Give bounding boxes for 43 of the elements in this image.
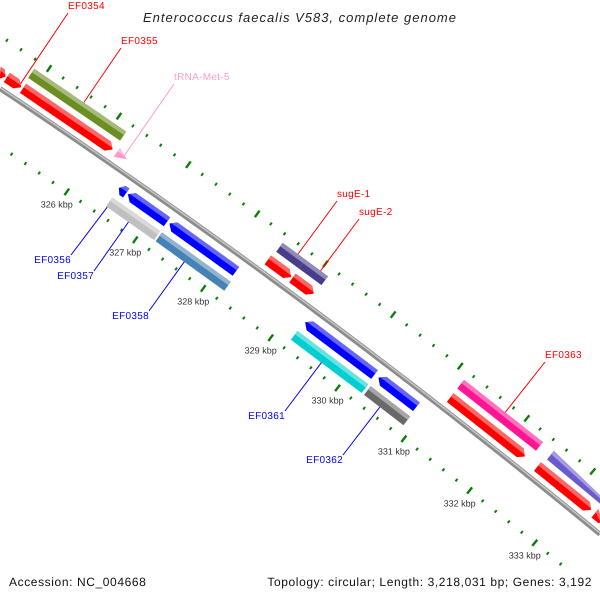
leader-line bbox=[320, 218, 360, 272]
scale-label: 326 kbp bbox=[40, 200, 73, 211]
scale-label: 333 kbp bbox=[508, 550, 541, 562]
scale-label: 329 kbp bbox=[244, 346, 277, 357]
trna-marker bbox=[114, 148, 127, 160]
scale-label: 332 kbp bbox=[444, 498, 476, 510]
gene-bar bbox=[290, 330, 368, 394]
gene-label: EF0361 bbox=[248, 411, 285, 423]
gene-bar bbox=[298, 260, 328, 286]
gene-label: EF0363 bbox=[545, 350, 582, 362]
scale-label: 330 kbp bbox=[312, 396, 344, 407]
leader-line bbox=[297, 200, 338, 255]
gene-bar bbox=[276, 242, 306, 268]
gene-label: sugE-2 bbox=[359, 207, 392, 219]
leader-line bbox=[70, 206, 108, 256]
leader-line bbox=[83, 48, 122, 103]
scale-label: 331 kbp bbox=[378, 446, 410, 458]
diagram-title: Enterococcus faecalis V583, complete genome bbox=[143, 10, 457, 26]
leader-line bbox=[94, 222, 129, 272]
gene-label: EF0362 bbox=[306, 455, 343, 467]
gene-bar bbox=[364, 386, 410, 426]
gene-label: tRNA-Met-5 bbox=[174, 72, 230, 84]
scale-label: 328 kbp bbox=[177, 296, 210, 308]
gene-label: sugE-1 bbox=[337, 189, 370, 201]
leader-line bbox=[124, 84, 174, 156]
gene-label: EF0357 bbox=[57, 271, 94, 283]
leader-line bbox=[284, 362, 322, 412]
gene-bar bbox=[28, 68, 126, 141]
accession-label: Accession: NC_004668 bbox=[9, 575, 146, 589]
gene-bar bbox=[4, 72, 22, 88]
leader-line bbox=[148, 261, 185, 312]
gene-bar bbox=[114, 203, 160, 240]
scale-label: 327 kbp bbox=[109, 248, 142, 259]
gene-label: EF0356 bbox=[34, 255, 71, 267]
gene-bar bbox=[457, 380, 543, 451]
leader-line bbox=[342, 406, 380, 456]
leader-line bbox=[504, 362, 546, 413]
genome-stats-label: Topology: circular; Length: 3,218,031 bp; Genes: 3,192 bbox=[267, 575, 592, 589]
gene-label: EF0355 bbox=[121, 36, 158, 48]
gene-bar bbox=[156, 232, 231, 291]
gene-label: EF0354 bbox=[68, 1, 105, 13]
gene-label: EF0358 bbox=[112, 311, 149, 323]
leader-line bbox=[20, 12, 68, 84]
